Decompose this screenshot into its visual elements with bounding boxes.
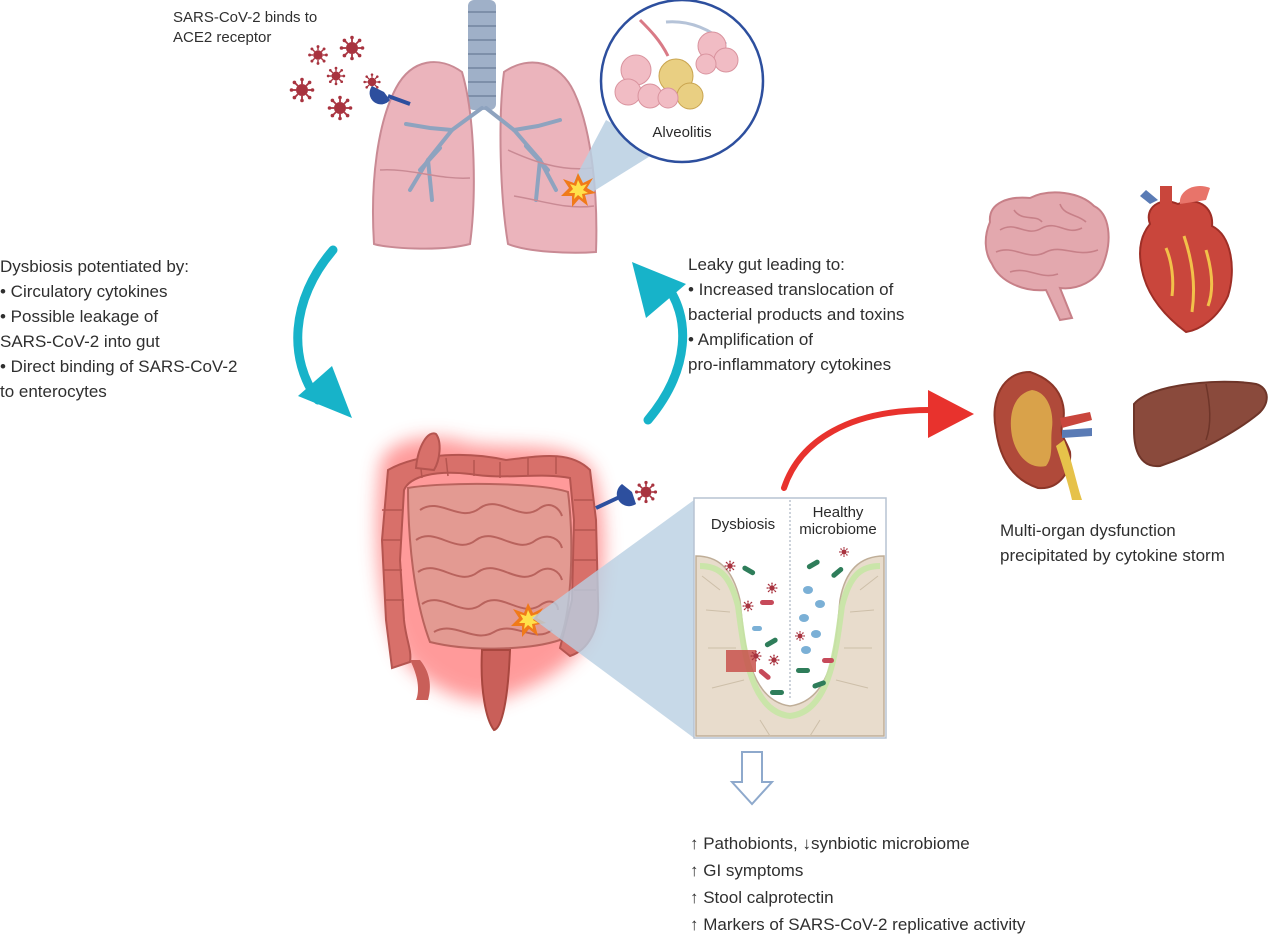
lungs-icon — [371, 0, 598, 254]
dysbiosis-line-5: • Direct binding of SARS-CoV-2 — [0, 357, 238, 376]
outcome-item: ↑ GI symptoms — [690, 861, 804, 880]
ace2-receptor-lung-icon — [369, 86, 411, 106]
red-arrow-icon — [781, 390, 974, 491]
inset-healthy-line-2: microbiome — [799, 521, 877, 538]
intestines-icon — [377, 432, 604, 732]
multi-organ-text: Multi-organ dysfunction precipitated by … — [1000, 518, 1225, 568]
kidney-icon — [993, 370, 1092, 500]
leaky-gut-text: Leaky gut leading to: • Increased transl… — [688, 252, 904, 377]
sars-binds-label: SARS-CoV-2 binds to ACE2 receptor — [173, 8, 317, 48]
multi-organ-line-1: Multi-organ dysfunction — [1000, 521, 1176, 540]
heart-icon — [1139, 185, 1233, 334]
ace2-receptor-gut-icon — [595, 480, 658, 510]
alveoli-zoom-icon — [571, 0, 765, 196]
dysbiosis-line-2: • Circulatory cytokines — [0, 282, 168, 301]
inset-dysbiosis-label: Dysbiosis — [710, 516, 776, 533]
leaky-gut-line-5: pro-inflammatory cytokines — [688, 355, 892, 374]
cyan-arrow-down-icon — [293, 245, 352, 418]
outcome-item: ↑ Markers of SARS-CoV-2 replicative acti… — [690, 915, 1026, 934]
inset-healthy-label: Healthy microbiome — [790, 504, 886, 538]
multi-organ-line-2: precipitated by cytokine storm — [1000, 546, 1225, 565]
dysbiosis-line-4: SARS-CoV-2 into gut — [0, 332, 160, 351]
gut-villus-inset — [693, 497, 887, 739]
dysbiosis-line-1: Dysbiosis potentiated by: — [0, 257, 189, 276]
hollow-down-arrow-icon — [729, 751, 775, 806]
dysbiosis-potentiated-text: Dysbiosis potentiated by: • Circulatory … — [0, 254, 237, 404]
leaky-gut-line-1: Leaky gut leading to: — [688, 255, 845, 274]
leaky-gut-line-3: bacterial products and toxins — [688, 305, 905, 324]
virus-particles-lung — [288, 34, 382, 122]
cyan-arrow-up-icon — [632, 262, 688, 425]
inset-healthy-line-1: Healthy — [812, 504, 864, 521]
dysbiosis-line-6: to enterocytes — [0, 382, 107, 401]
outcome-item: ↑ Stool calprotectin — [690, 888, 834, 907]
outcome-item: ↑ Pathobionts, ↓synbiotic microbiome — [690, 834, 970, 853]
leaky-gut-line-4: • Amplification of — [688, 330, 814, 349]
dysbiosis-line-3: • Possible leakage of — [0, 307, 159, 326]
brain-icon — [984, 191, 1110, 322]
sars-binds-line-1: SARS-CoV-2 binds to — [173, 9, 318, 26]
zoom-cone-gut — [532, 500, 694, 738]
alveolitis-label: Alveolitis — [652, 124, 712, 141]
liver-icon — [1133, 380, 1268, 468]
sars-binds-line-2: ACE2 receptor — [173, 29, 272, 46]
leaky-gut-line-2: • Increased translocation of — [688, 280, 894, 299]
outcomes-list: ↑ Pathobionts, ↓synbiotic microbiome ↑ G… — [690, 830, 1025, 938]
